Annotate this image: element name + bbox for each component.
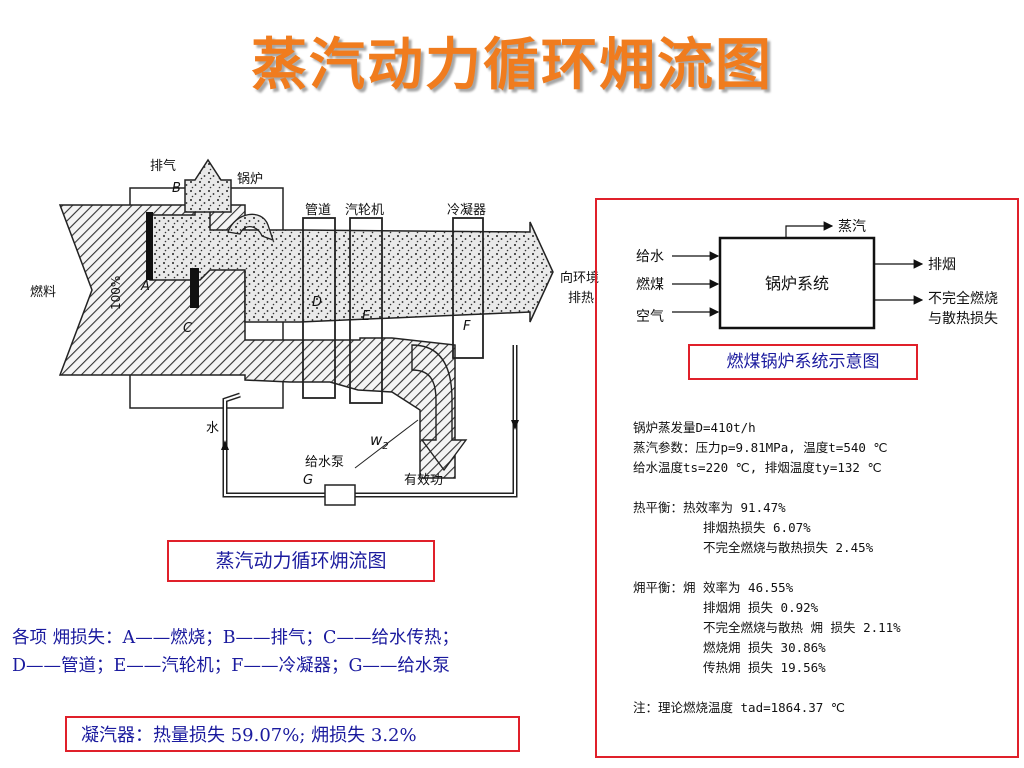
exergy-loss-flue: 排烟㶲 损失 0.92% (703, 600, 819, 615)
diagram-caption: 蒸汽动力循环㶲流图 (167, 540, 435, 582)
heat-loss-flue: 排烟热损失 6.07% (703, 520, 811, 535)
turbine-label: 汽轮机 (345, 203, 384, 218)
feed-pump (324, 484, 356, 506)
boiler-hook (227, 213, 275, 242)
condenser-label: 冷凝器 (447, 202, 486, 218)
output-heat-dissipation: 与散热损失 (928, 311, 998, 327)
exhaust-label: 排气 (150, 158, 176, 174)
boiler-system-label: 锅炉系统 (765, 274, 829, 293)
label-d: D (312, 295, 322, 310)
pipe-block (302, 217, 336, 399)
boiler-label: 锅炉 (237, 171, 263, 187)
fuel-label: 燃料 (30, 284, 56, 300)
exhaust-plume (184, 158, 232, 213)
input-air: 空气 (636, 309, 664, 325)
hundred-percent-label: 100% (109, 276, 123, 310)
param-steam: 蒸汽参数：压力p=9.81MPa, 温度t=540 ℃ (633, 440, 888, 455)
exergy-loss-combustion: 燃烧㶲 损失 30.86% (703, 640, 826, 655)
input-feedwater: 给水 (636, 249, 664, 265)
exergy-loss-legend: 各项 㶲损失：A——燃烧；B——排气；C——给水传热； D——管道；E——汽轮机… (12, 624, 602, 680)
loss-marker-a (146, 212, 153, 280)
label-c: C (183, 321, 193, 336)
pump-label: 给水泵 (305, 455, 344, 470)
output-steam: 蒸汽 (838, 219, 866, 235)
input-coal: 燃煤 (636, 276, 664, 293)
boiler-parameters: 锅炉蒸发量D=410t/h 蒸汽参数：压力p=9.81MPa, 温度t=540 … (633, 418, 1013, 718)
output-flue-gas: 排烟 (928, 257, 956, 273)
condenser-loss-box: 凝汽器：热量损失 59.07%; 㶲损失 3.2% (65, 716, 520, 752)
work-symbol: w2 (370, 431, 389, 452)
label-a: A (140, 279, 150, 294)
heat-rejection-label: 排热 (568, 291, 594, 306)
combustion-temperature-note: 注：理论燃烧温度 tad=1864.37 ℃ (633, 700, 845, 715)
output-incomplete-combustion: 不完全燃烧 (928, 290, 998, 307)
boiler-info-panel (595, 198, 1019, 758)
flow-arrow-left (221, 440, 229, 450)
useful-work-arrow (411, 344, 468, 472)
condenser-block (452, 217, 484, 359)
heat-loss-incomplete: 不完全燃烧与散热损失 2.45% (703, 540, 874, 555)
label-b: B (172, 181, 181, 196)
page-title: 蒸汽动力循环㶲流图 (251, 33, 773, 98)
heat-balance-efficiency: 热平衡：热效率为 91.47% (633, 500, 786, 515)
turbine-block (349, 217, 383, 404)
label-g: G (303, 473, 313, 488)
useful-work-label: 有效功 (404, 473, 443, 488)
param-evaporation: 锅炉蒸发量D=410t/h (633, 420, 756, 435)
boiler-schematic-caption: 燃煤锅炉系统示意图 (688, 344, 918, 380)
exergy-balance-efficiency: 㶲平衡：㶲 效率为 46.55% (633, 580, 794, 595)
param-temperatures: 给水温度ts=220 ℃, 排烟温度ty=132 ℃ (633, 460, 882, 475)
label-e: E (362, 309, 371, 324)
water-label: 水 (206, 421, 219, 436)
to-environment-label: 向环境 (560, 270, 599, 286)
loss-legend-line-1: 各项 㶲损失：A——燃烧；B——排气；C——给水传热； (12, 628, 459, 648)
exergy-loss-heat-transfer: 传热㶲 损失 19.56% (703, 660, 826, 675)
work-leader (354, 419, 419, 469)
flow-arrow-right (511, 420, 519, 430)
loss-marker-c (190, 268, 199, 308)
boiler-system-box (718, 236, 876, 330)
exergy-loss-incomplete: 不完全燃烧与散热 㶲 损失 2.11% (703, 620, 901, 635)
loss-legend-line-2: D——管道；E——汽轮机；F——冷凝器；G——给水泵 (12, 656, 450, 676)
label-f: F (463, 319, 471, 334)
pipe-label: 管道 (305, 203, 331, 218)
